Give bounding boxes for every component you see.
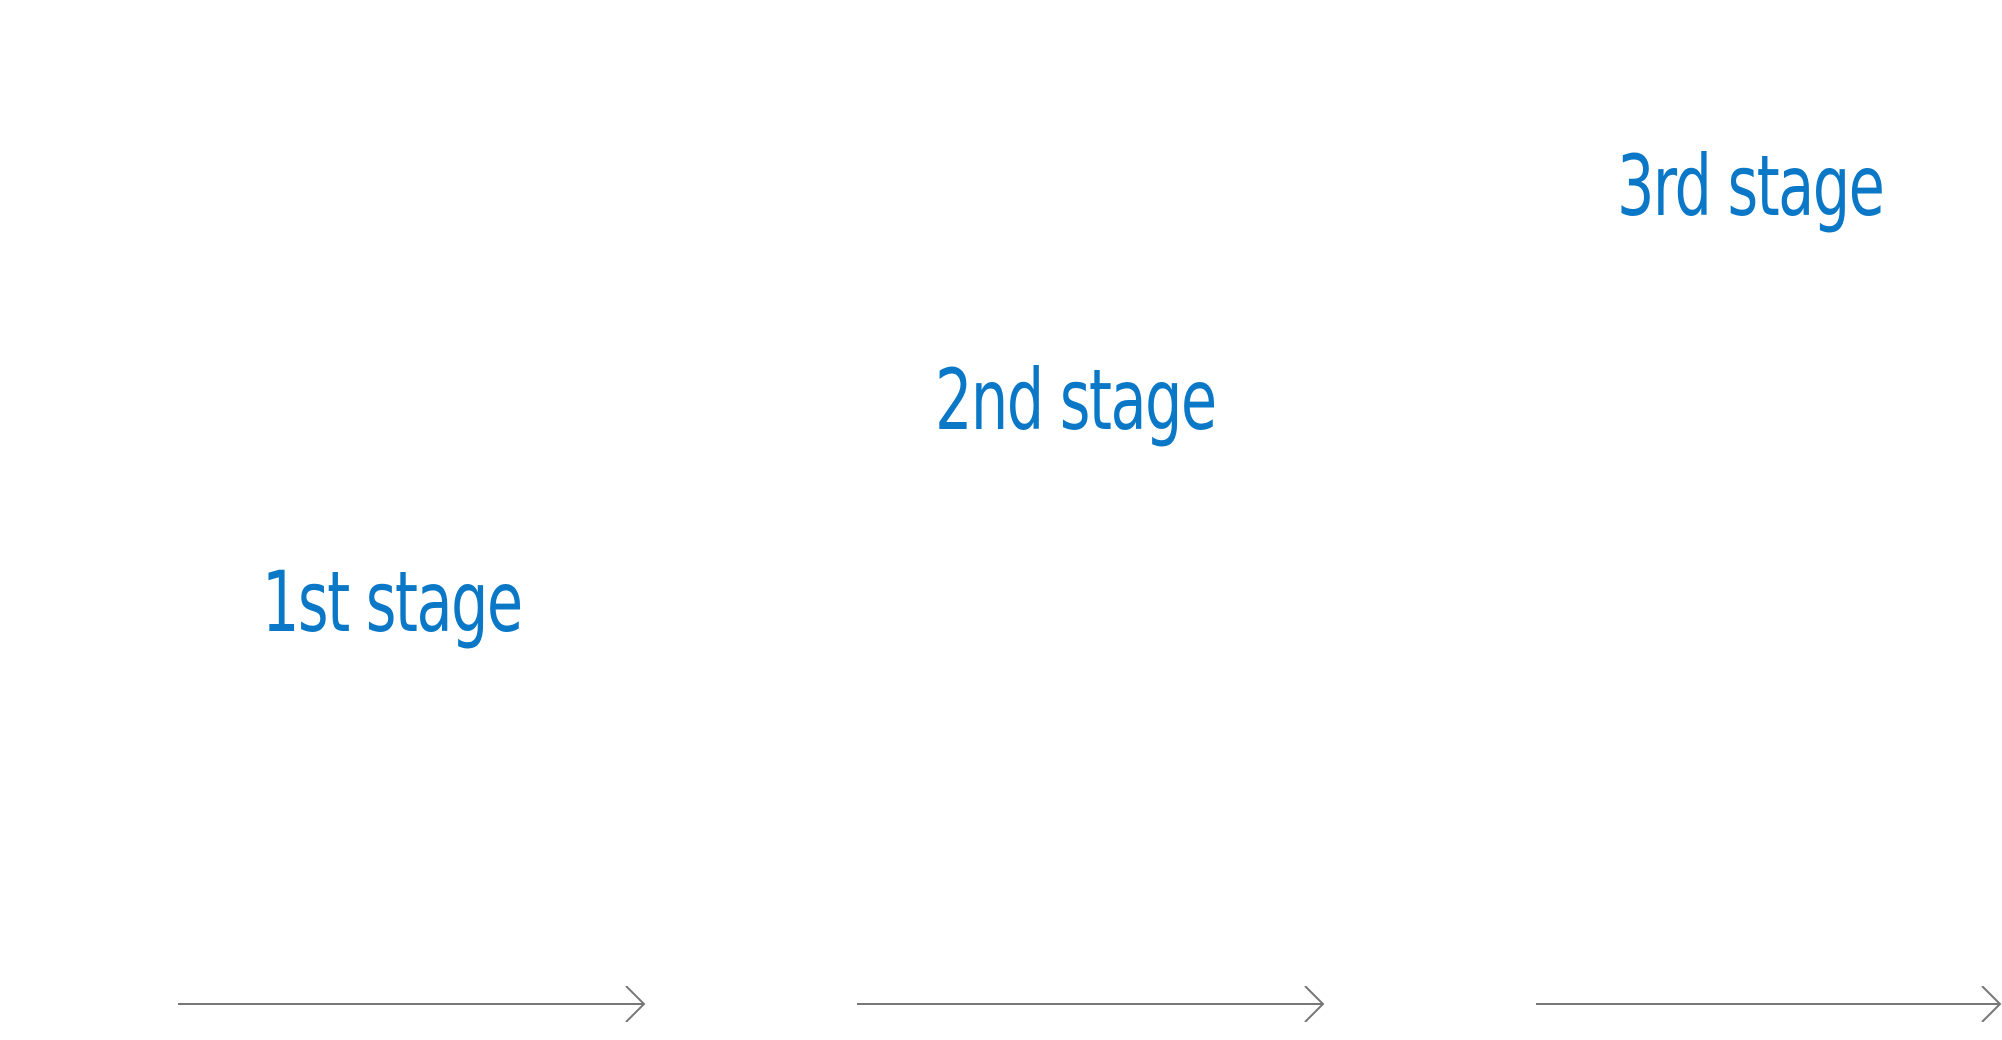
stage-1-label: 1st stage: [262, 553, 523, 651]
stage-3-arrow-icon: [1536, 986, 2002, 1022]
stage-2-arrow-icon: [857, 986, 1327, 1022]
stage-3-label: 3rd stage: [1617, 137, 1885, 235]
stage-1-arrow-icon: [178, 986, 648, 1022]
stage-2-label: 2nd stage: [935, 351, 1217, 449]
